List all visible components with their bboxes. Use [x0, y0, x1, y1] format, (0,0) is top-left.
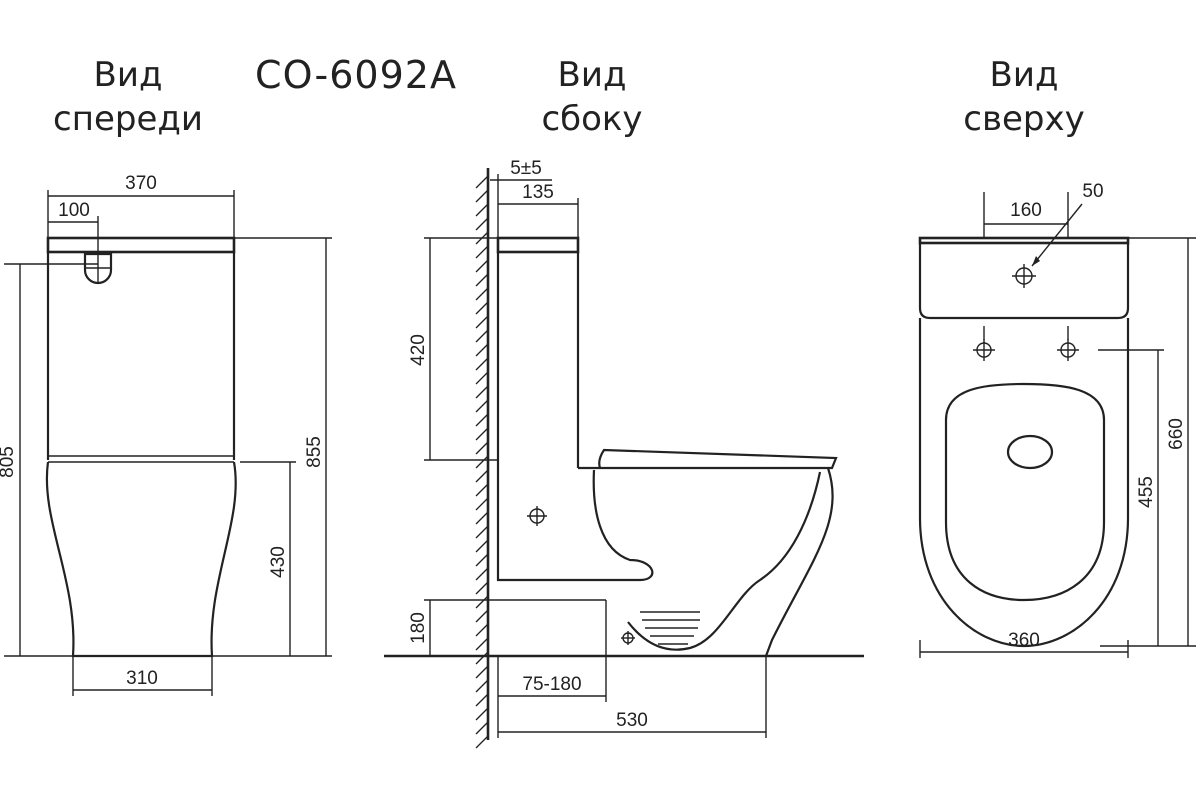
- wall-hatch-stroke: [475, 567, 489, 581]
- wall-hatch-stroke: [475, 245, 489, 259]
- wall-hatch-stroke: [475, 553, 489, 567]
- wall-hatch-stroke: [475, 315, 489, 329]
- front-pedestal: [45, 461, 237, 658]
- top-drain: [1006, 434, 1054, 470]
- wall-hatch-stroke: [475, 595, 489, 609]
- dim-inlet-height: 805: [0, 446, 18, 478]
- wall-hatch-stroke: [475, 623, 489, 637]
- wall-hatch-stroke: [475, 329, 489, 343]
- top-view-title-line2: сверху: [963, 99, 1084, 139]
- dim-top-length: 660: [1166, 418, 1187, 450]
- wall-hatch-stroke: [475, 609, 489, 623]
- top-bowl-outline: [918, 318, 1130, 648]
- side-trapway: [627, 471, 822, 651]
- wall-hatch-stroke: [475, 399, 489, 413]
- wall-hatch-stroke: [475, 637, 489, 651]
- wall-hatch-stroke: [475, 665, 489, 679]
- wall-hatch-stroke: [475, 175, 489, 189]
- model-number: CO-6092A: [255, 53, 457, 97]
- wall-hatch-stroke: [475, 203, 489, 217]
- dim-tank-depth: 135: [522, 182, 554, 203]
- front-view: 370 100 805 855 430 310: [0, 173, 332, 696]
- side-view-title-line2: сбоку: [541, 99, 642, 139]
- dim-front-width: 370: [125, 173, 157, 194]
- top-tank-back: [918, 236, 1130, 245]
- top-view: 50 160 660 455 360: [918, 181, 1196, 658]
- wall-hatch-stroke: [475, 427, 489, 441]
- dim-wall-gap: 5±5: [510, 158, 542, 179]
- wall-hatch-stroke: [475, 735, 489, 749]
- dim-bolt-to-front: 455: [1136, 476, 1157, 508]
- dim-mount-hole: 50: [1082, 181, 1103, 202]
- side-tank-body: [496, 252, 580, 468]
- wall-hatch-stroke: [475, 469, 489, 483]
- wall-hatch-stroke: [475, 455, 489, 469]
- side-view-title-line1: Вид: [558, 55, 627, 95]
- side-bowl-inner: [496, 460, 654, 582]
- wall-hatch-stroke: [475, 441, 489, 455]
- wall-hatch-stroke: [475, 189, 489, 203]
- wall-hatch-stroke: [475, 301, 489, 315]
- flush-button: [83, 252, 113, 285]
- wall-hatch-stroke: [475, 679, 489, 693]
- side-outlet-marker: [621, 631, 635, 645]
- side-bowl-front: [764, 467, 834, 657]
- wall-hatch-stroke: [475, 483, 489, 497]
- side-mount-marker: [527, 506, 547, 526]
- wall-hatch-stroke: [475, 651, 489, 665]
- wall-hatch-stroke: [475, 273, 489, 287]
- dim-total-depth: 530: [616, 710, 648, 731]
- dim-bolt-spacing: 160: [1010, 200, 1042, 221]
- wall-hatch-stroke: [475, 539, 489, 553]
- top-tank: [918, 243, 1130, 320]
- side-view: 5±5 135 420 180 75-180 530: [384, 158, 864, 749]
- wall-hatch-stroke: [475, 385, 489, 399]
- wall-hatch-stroke: [475, 259, 489, 273]
- dim-base-width: 310: [126, 668, 158, 689]
- top-mount-hole: [1012, 264, 1036, 288]
- front-view-title-line1: Вид: [94, 55, 163, 95]
- wall-hatch-stroke: [475, 511, 489, 525]
- wall-hatch-stroke: [475, 693, 489, 707]
- wall-hatch-stroke: [475, 371, 489, 385]
- dim-bowl-height: 430: [268, 546, 289, 578]
- front-tank-lid: [46, 236, 236, 254]
- wall-hatch-stroke: [475, 217, 489, 231]
- wall-hatch-stroke: [475, 525, 489, 539]
- wall-hatch-stroke: [475, 287, 489, 301]
- wall-hatch-stroke: [475, 581, 489, 595]
- front-tank-body: [46, 252, 236, 460]
- top-bolt-hole-right: [1057, 339, 1079, 361]
- wall-hatch-stroke: [475, 497, 489, 511]
- wall-hatching: [475, 175, 489, 749]
- dim-outlet-height: 180: [408, 612, 429, 644]
- wall-hatch-stroke: [475, 707, 489, 721]
- dim-outlet-distance: 75-180: [522, 674, 581, 695]
- wall-hatch-stroke: [475, 721, 489, 735]
- dim-top-width: 360: [1008, 630, 1040, 651]
- side-tank-lid: [496, 236, 580, 254]
- top-bowl-opening: [944, 382, 1106, 602]
- dim-button-offset: 100: [58, 200, 90, 221]
- wall-hatch-stroke: [475, 357, 489, 371]
- dim-tank-height: 420: [408, 334, 429, 366]
- top-bolt-hole-left: [973, 339, 995, 361]
- front-view-title-line2: спереди: [53, 99, 203, 139]
- wall-hatch-stroke: [475, 413, 489, 427]
- side-seat: [578, 448, 838, 470]
- wall-hatch-stroke: [475, 343, 489, 357]
- top-view-title-line1: Вид: [990, 55, 1059, 95]
- dim-total-height: 855: [304, 436, 325, 468]
